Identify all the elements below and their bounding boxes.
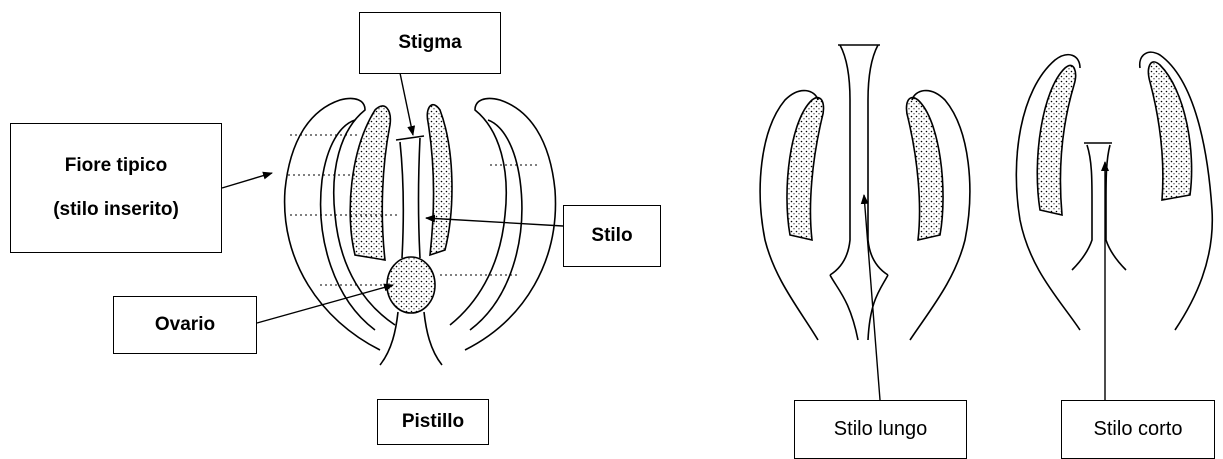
label-pistillo-text: Pistillo xyxy=(402,411,464,433)
label-fiore-line2: (stilo inserito) xyxy=(53,199,179,221)
label-ovario: Ovario xyxy=(113,296,257,354)
label-stilo-lungo: Stilo lungo xyxy=(794,400,967,459)
label-fiore-tipico: Fiore tipico (stilo inserito) xyxy=(10,123,222,253)
label-stilo-corto-text: Stilo corto xyxy=(1094,418,1183,441)
label-pistillo: Pistillo xyxy=(377,399,489,445)
label-ovario-text: Ovario xyxy=(155,314,215,336)
stigma-arrow xyxy=(400,73,413,135)
label-stigma-text: Stigma xyxy=(398,32,461,54)
label-stilo-corto: Stilo corto xyxy=(1061,400,1215,459)
fiore-arrow xyxy=(222,173,272,188)
short-style-flower-drawing xyxy=(1016,52,1212,330)
label-stilo: Stilo xyxy=(563,205,661,267)
label-stigma: Stigma xyxy=(359,12,501,74)
ovario-arrow xyxy=(257,285,393,323)
label-fiore-line1: Fiore tipico xyxy=(65,155,167,177)
long-style-flower-drawing xyxy=(760,45,970,340)
stilo-lungo-arrow xyxy=(864,195,880,400)
label-stilo-lungo-text: Stilo lungo xyxy=(834,418,927,441)
label-stilo-text: Stilo xyxy=(591,225,632,247)
typical-flower-drawing xyxy=(285,98,556,365)
